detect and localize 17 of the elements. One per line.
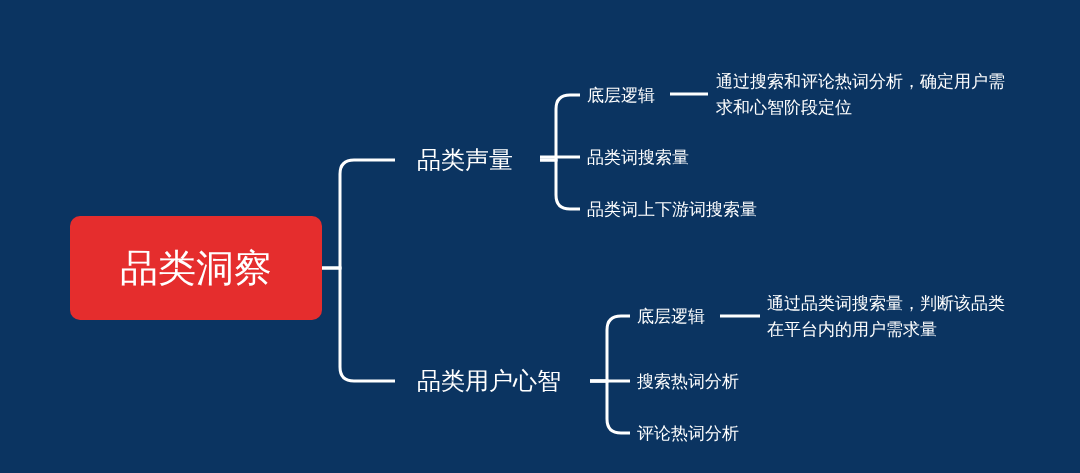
branch-label: 品类用户心智 bbox=[395, 363, 590, 399]
connector-line bbox=[540, 158, 580, 211]
subtopic-label: 底层逻辑 bbox=[630, 303, 720, 329]
subtopic-label: 底层逻辑 bbox=[580, 82, 670, 108]
connector-line bbox=[322, 266, 395, 383]
connector-line bbox=[720, 314, 760, 318]
note-text: 通过搜索和评论热词分析，确定用户需求和心智阶段定位 bbox=[708, 68, 1008, 120]
subtopic-label: 搜索热词分析 bbox=[630, 368, 760, 394]
branch-label: 品类声量 bbox=[395, 142, 540, 178]
topic-box: 品类洞察 bbox=[70, 216, 322, 320]
connector-line bbox=[540, 155, 580, 159]
subtopic-label: 品类词上下游词搜索量 bbox=[580, 196, 790, 222]
connector-line bbox=[590, 379, 630, 435]
connector-line bbox=[670, 92, 708, 96]
subtopic-label: 评论热词分析 bbox=[630, 420, 760, 446]
subtopic-label: 品类词搜索量 bbox=[580, 144, 710, 170]
note-text: 通过品类词搜索量，判断该品类在平台内的用户需求量 bbox=[760, 290, 1020, 342]
